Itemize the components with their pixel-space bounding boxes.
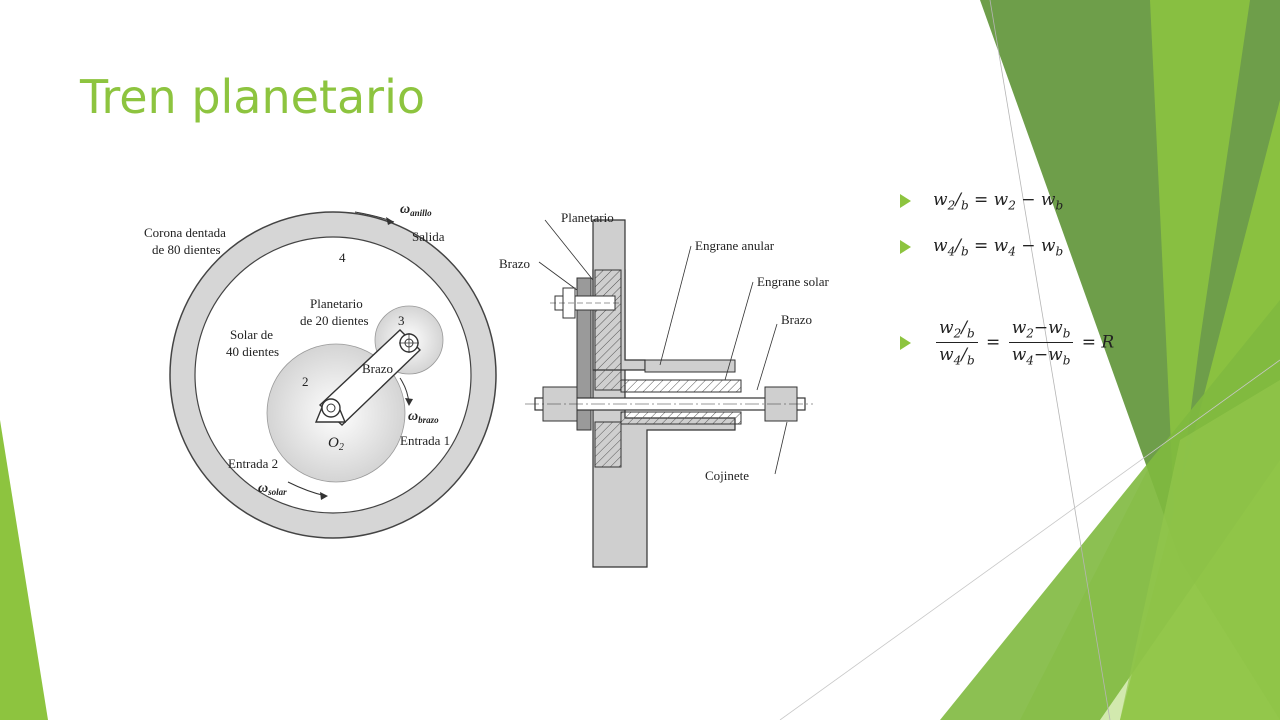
sun-gear-section [620,379,742,393]
equation-2: w4/b = w4 − wb [933,236,1064,259]
deco-right-b [1150,0,1250,530]
fraction-ratio-left: w2/b w4/b [936,318,978,368]
slide-title: Tren planetario [80,70,425,124]
label-o2: O2 [328,435,344,453]
arm-plate [576,277,592,431]
planetary-section-view-diagram: Planetario Brazo Engrane anular Engrane … [499,210,830,568]
label-entrada-1: Entrada 1 [400,433,450,448]
fraction-ratio-right: w2−wb w4−wb [1008,318,1074,368]
label-solar-1: Solar de [230,327,273,342]
equation-item-3: w2/b w4/b = w2−wb w4−wb = R [900,318,1114,368]
equation-3: w2/b w4/b = w2−wb w4−wb = R [933,318,1114,368]
label-engrane-anular: Engrane anular [695,238,775,253]
label-gear-4: 4 [339,250,346,265]
label-corona-1: Corona dentada [144,225,226,240]
label-omega-solar: ωsolar [258,481,287,497]
planetary-front-view-diagram: Corona dentada de 80 dientes ωanillo Sal… [144,202,497,539]
equation-item-1: w2/b = w2 − wb [900,190,1063,212]
label-brazo-right: Brazo [781,312,812,327]
label-omega-anillo: ωanillo [400,202,432,218]
label-planetario-2: de 20 dientes [300,313,369,328]
label-omega-brazo: ωbrazo [408,409,439,425]
bullet-arrow-icon [900,240,911,255]
label-engrane-solar: Engrane solar [757,274,830,289]
label-cojinete: Cojinete [705,468,749,483]
deco-left-stripe [0,420,48,720]
label-corona-2: de 80 dientes [152,242,221,257]
label-planetario-right: Planetario [561,210,614,225]
equation-1: w2/b = w2 − wb [933,190,1064,213]
deco-line-2 [779,359,1280,720]
bullet-arrow-icon [900,335,911,350]
label-brazo-left: Brazo [362,361,393,376]
label-planetario-1: Planetario [310,296,363,311]
label-entrada-2: Entrada 2 [228,456,278,471]
label-salida: Salida [412,229,445,244]
equation-item-2: w4/b = w4 − wb [900,236,1063,258]
label-gear-3: 3 [398,313,405,328]
deco-right-d [940,300,1280,720]
label-solar-2: 40 dientes [226,344,279,359]
deco-right-e [1120,380,1280,720]
deco-line-1 [989,0,1111,720]
bullet-arrow-icon [900,194,911,209]
label-brazo-top: Brazo [499,256,530,271]
planet-gear-section [594,269,622,391]
label-gear-2: 2 [302,374,309,389]
